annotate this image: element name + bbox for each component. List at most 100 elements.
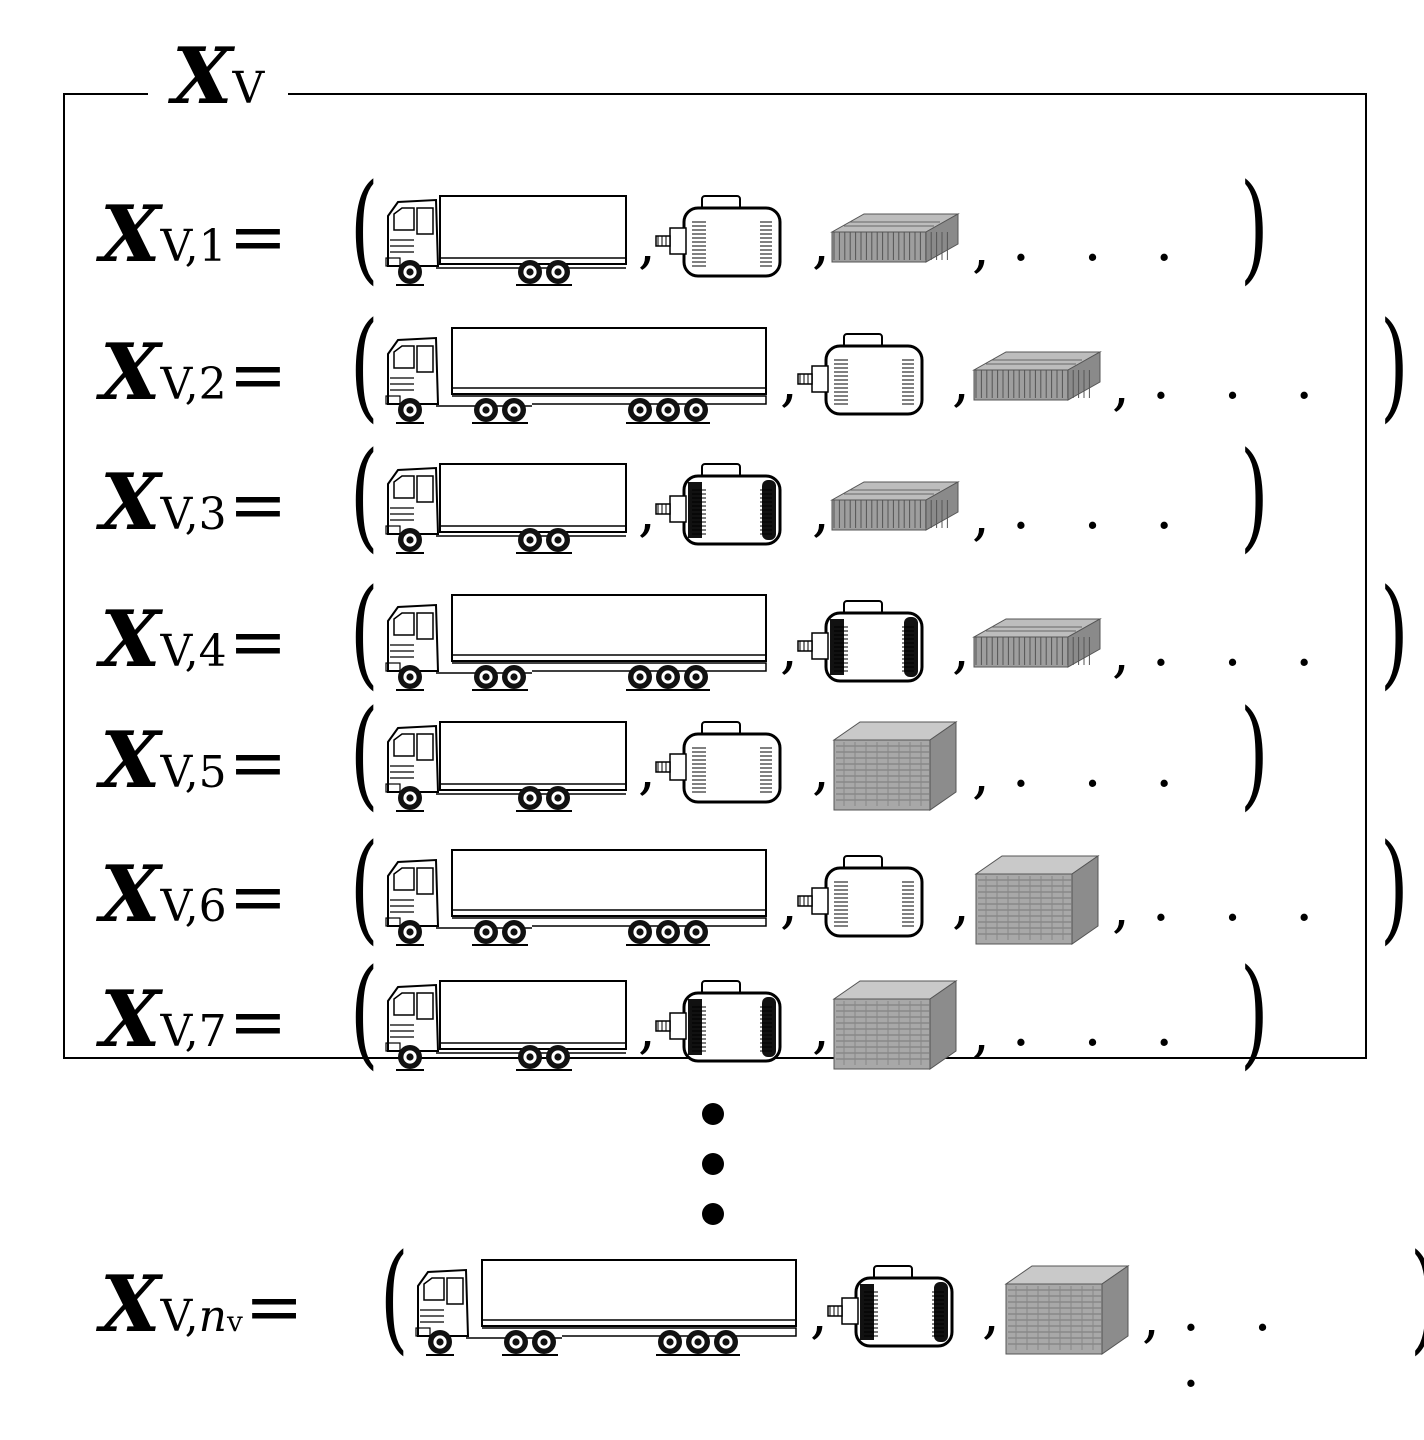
semi-trailer-truck-icon	[382, 848, 772, 952]
comma: ,	[952, 616, 970, 681]
battery-pack-flat-icon	[972, 609, 1102, 683]
equals-sign: =	[228, 196, 288, 278]
comma: ,	[638, 211, 656, 276]
equals-sign: =	[228, 601, 288, 683]
ellipsis: . . .	[1152, 347, 1332, 412]
comma: ,	[780, 871, 798, 936]
comma: ,	[952, 871, 970, 936]
rigid-truck-icon	[382, 973, 632, 1077]
equals-sign: =	[228, 981, 288, 1063]
vertical-ellipsis-dot	[702, 1103, 724, 1125]
battery-pack-cube-icon	[830, 973, 960, 1077]
equals-sign: =	[228, 464, 288, 546]
electric-motor-icon	[790, 330, 930, 424]
comma: ,	[982, 1281, 1000, 1346]
row-subscript-n: n	[198, 1291, 227, 1342]
electric-motor-icon	[648, 977, 788, 1071]
rigid-truck-icon	[382, 714, 632, 818]
ellipsis: . . .	[1152, 869, 1332, 934]
open-paren: (	[350, 426, 379, 564]
row-symbol: X	[100, 715, 161, 806]
rigid-truck-icon	[382, 456, 632, 560]
row-symbol: X	[100, 849, 161, 940]
battery-pack-flat-icon	[972, 342, 1102, 416]
close-paren: )	[1240, 684, 1269, 822]
semi-trailer-truck-icon	[382, 326, 772, 430]
row-subscript: V,5	[160, 747, 227, 798]
ellipsis: . . .	[1012, 209, 1192, 274]
row-subscript: V,2	[160, 359, 227, 410]
semi-trailer-truck-icon	[412, 1258, 802, 1362]
close-paren: )	[1240, 943, 1269, 1081]
electric-motor-icon	[790, 597, 930, 691]
open-paren: (	[350, 943, 379, 1081]
close-paren: )	[1240, 426, 1269, 564]
battery-pack-cube-icon	[830, 714, 960, 818]
electric-motor-icon	[648, 718, 788, 812]
close-paren: )	[1380, 563, 1409, 701]
vertical-ellipsis-dot	[702, 1203, 724, 1225]
set-title: X V	[148, 31, 289, 128]
ellipsis: . . .	[1152, 614, 1332, 679]
open-paren: (	[350, 684, 379, 822]
equals-sign: =	[228, 722, 288, 804]
comma: ,	[812, 737, 830, 802]
row-symbol: X	[100, 974, 161, 1065]
row-symbol: X	[100, 594, 161, 685]
title-symbol: X	[172, 31, 233, 122]
rigid-truck-icon	[382, 188, 632, 292]
battery-pack-flat-icon	[830, 472, 960, 546]
close-paren: )	[1380, 818, 1409, 956]
comma: ,	[972, 741, 990, 806]
equals-sign: =	[244, 1266, 304, 1348]
ellipsis: . . .	[1012, 735, 1192, 800]
open-paren: (	[380, 1228, 409, 1366]
electric-motor-icon	[790, 852, 930, 946]
comma: ,	[638, 479, 656, 544]
ellipsis: . . .	[1012, 477, 1192, 542]
row-subscript: V,1	[160, 221, 227, 272]
comma: ,	[812, 479, 830, 544]
comma: ,	[1112, 875, 1130, 940]
comma: ,	[812, 996, 830, 1061]
semi-trailer-truck-icon	[382, 593, 772, 697]
open-paren: (	[350, 296, 379, 434]
close-paren: )	[1240, 158, 1269, 296]
row-subscript: V,3	[160, 489, 227, 540]
battery-pack-cube-icon	[972, 848, 1102, 952]
comma: ,	[972, 1000, 990, 1065]
comma: ,	[638, 996, 656, 1061]
battery-pack-cube-icon	[1002, 1258, 1132, 1362]
row-symbol: X	[100, 189, 161, 280]
electric-motor-icon	[820, 1262, 960, 1356]
equals-sign: =	[228, 334, 288, 416]
electric-motor-icon	[648, 460, 788, 554]
open-paren: (	[350, 563, 379, 701]
row-subscript: V,7	[160, 1006, 227, 1057]
vertical-ellipsis-dot	[702, 1153, 724, 1175]
close-paren: )	[1380, 296, 1409, 434]
comma: ,	[810, 1281, 828, 1346]
comma: ,	[952, 349, 970, 414]
ellipsis: . . .	[1182, 1279, 1290, 1400]
comma: ,	[1142, 1285, 1160, 1350]
comma: ,	[812, 211, 830, 276]
comma: ,	[638, 737, 656, 802]
row-subscript: V,4	[160, 626, 227, 677]
open-paren: (	[350, 818, 379, 956]
comma: ,	[972, 483, 990, 548]
open-paren: (	[350, 158, 379, 296]
row-subscript-v: v	[226, 1305, 243, 1338]
